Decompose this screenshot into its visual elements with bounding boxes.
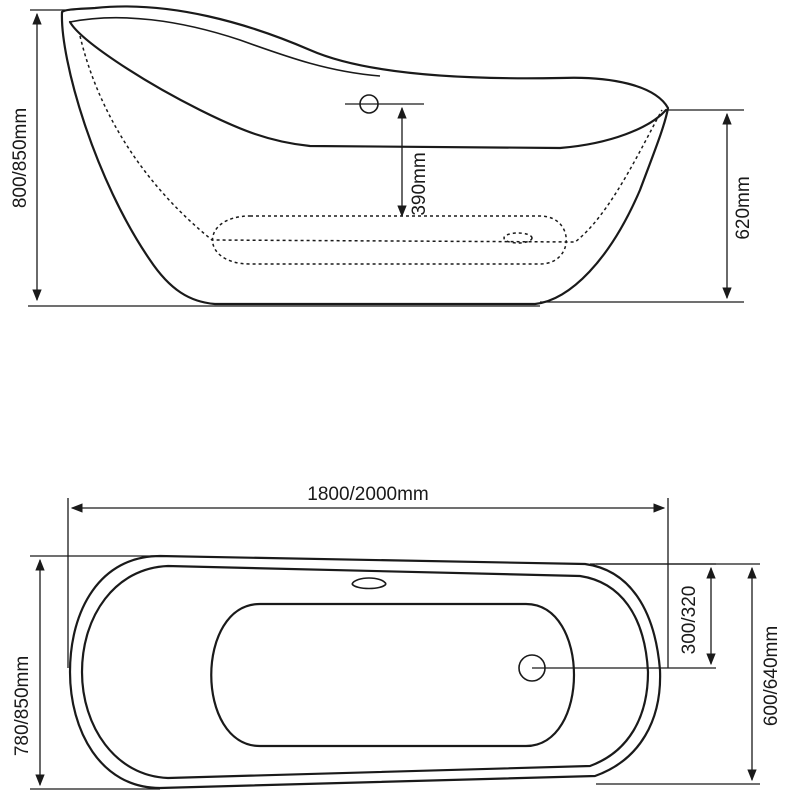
dimension-drain-offset: 300/320 [590, 563, 716, 666]
top-view-overflow [351, 577, 387, 590]
dimension-drain-depth: 390mm [397, 106, 430, 218]
label-drain-depth: 390mm [409, 152, 430, 215]
top-view [68, 554, 716, 790]
label-length: 1800/2000mm [307, 484, 428, 505]
side-view-outer-shell [60, 5, 670, 306]
label-overall-width: 780/850mm [12, 656, 33, 756]
label-inner-width: 600/640mm [761, 626, 782, 726]
dimension-inner-width: 600/640mm [596, 563, 782, 785]
top-view-outer-outline [68, 554, 662, 790]
label-rim-height: 620mm [733, 176, 754, 239]
top-view-inner-outline [80, 564, 650, 780]
dimension-overall-width: 780/850mm [12, 555, 160, 790]
dimension-length: 1800/2000mm [67, 484, 669, 668]
top-view-basin [210, 602, 575, 748]
label-drain-offset: 300/320 [679, 586, 700, 655]
side-view-rim-top [69, 16, 381, 77]
dimension-rim-height: 620mm [540, 109, 754, 303]
side-view-drain [503, 232, 533, 244]
side-view [60, 5, 670, 306]
side-view-inner-rim [68, 20, 668, 150]
side-view-floor-dashed [211, 215, 567, 265]
side-view-overflow [345, 94, 424, 114]
dimension-total-height: 800/850mm [10, 9, 540, 307]
label-total-height: 800/850mm [10, 108, 31, 208]
